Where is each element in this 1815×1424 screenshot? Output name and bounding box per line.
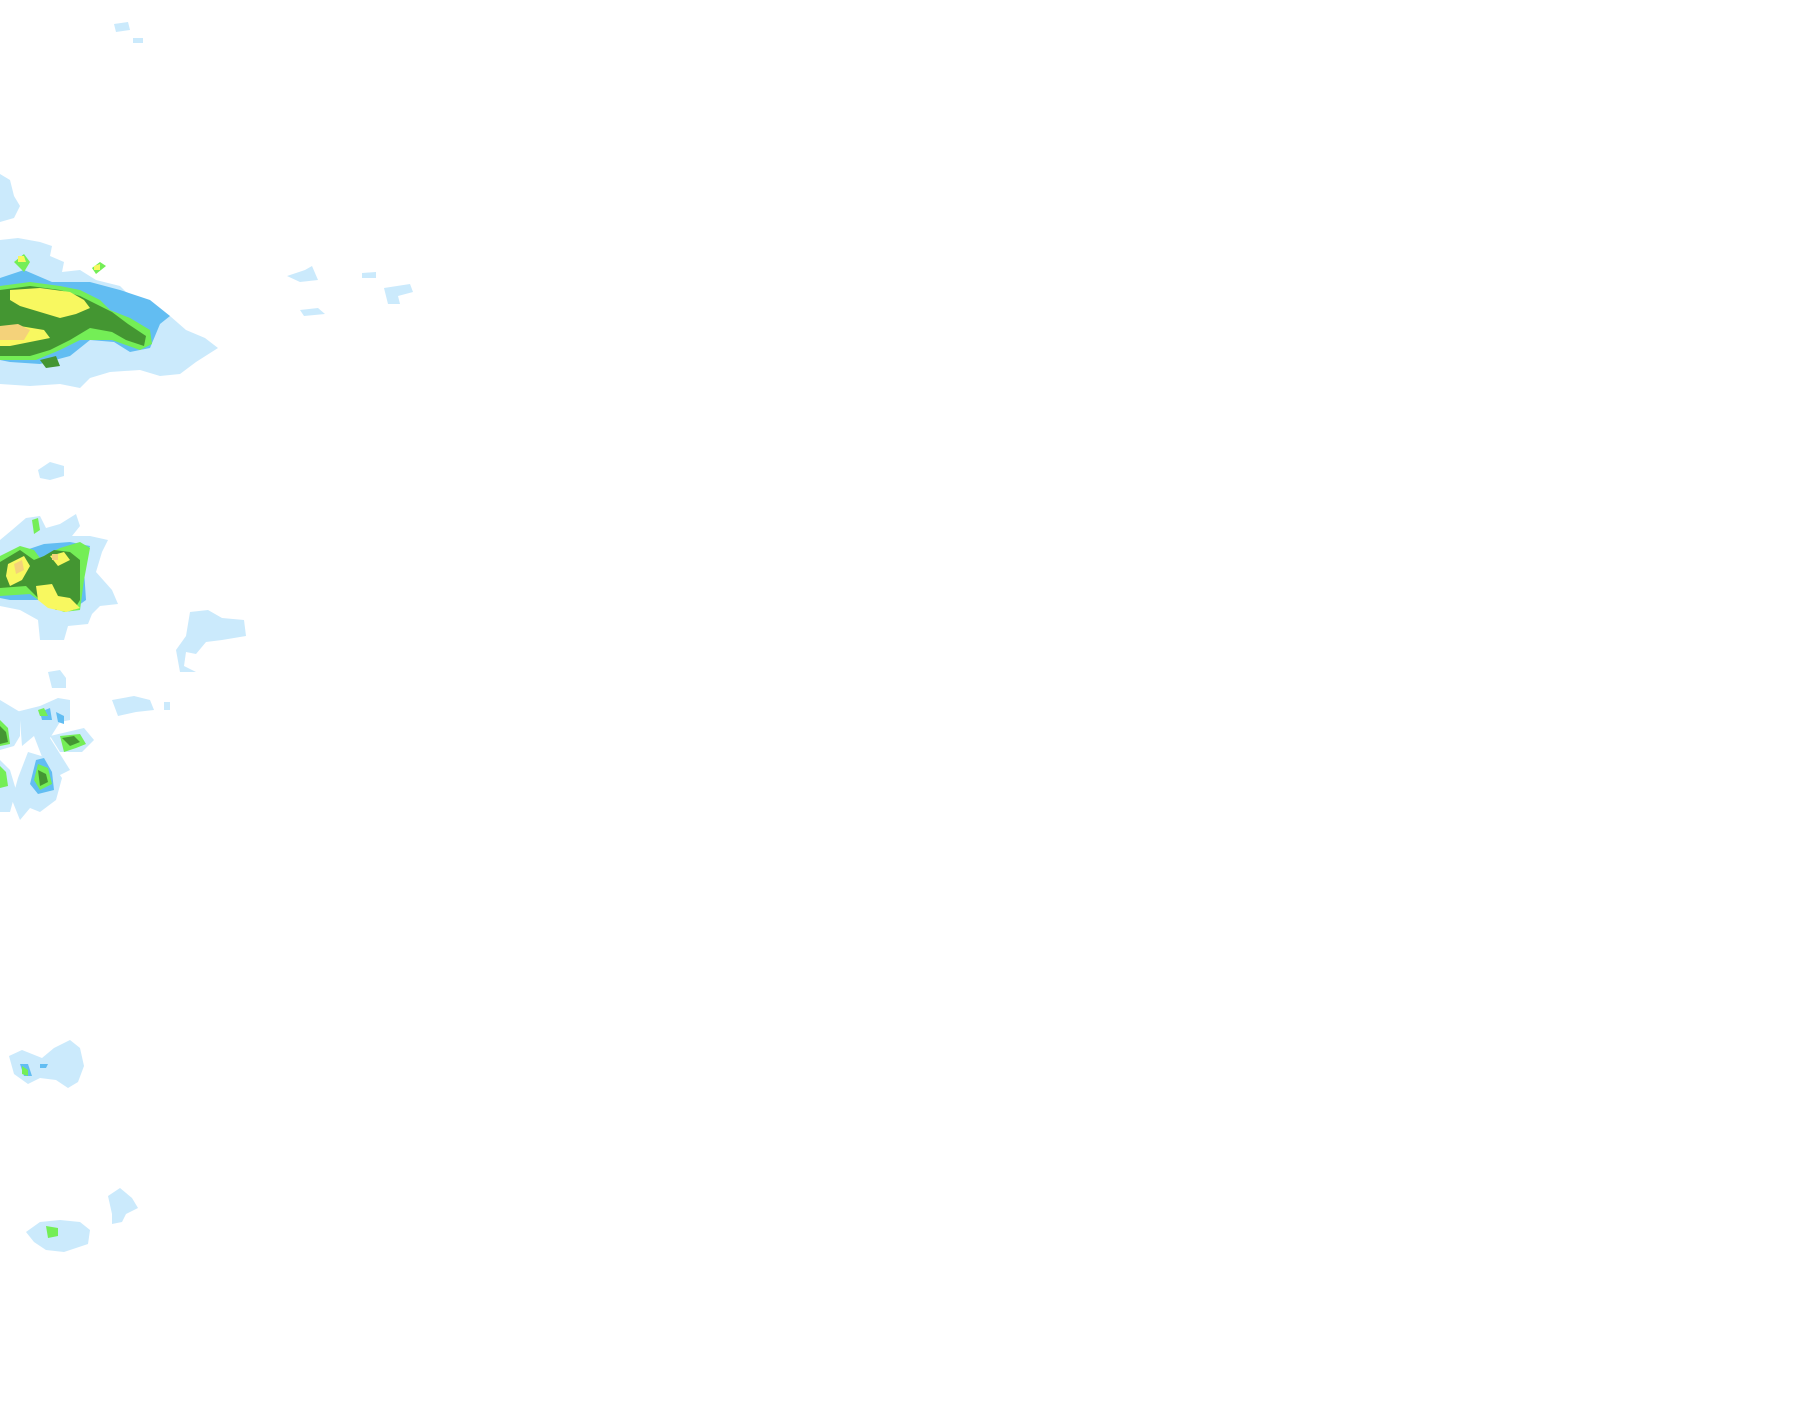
precip-moderate-layer xyxy=(0,254,152,1238)
precip-very-light-layer xyxy=(0,22,413,1252)
precip-very-heavy-layer xyxy=(0,256,100,612)
precip-intense-layer xyxy=(0,324,58,574)
precip-light-layer xyxy=(0,270,170,1076)
